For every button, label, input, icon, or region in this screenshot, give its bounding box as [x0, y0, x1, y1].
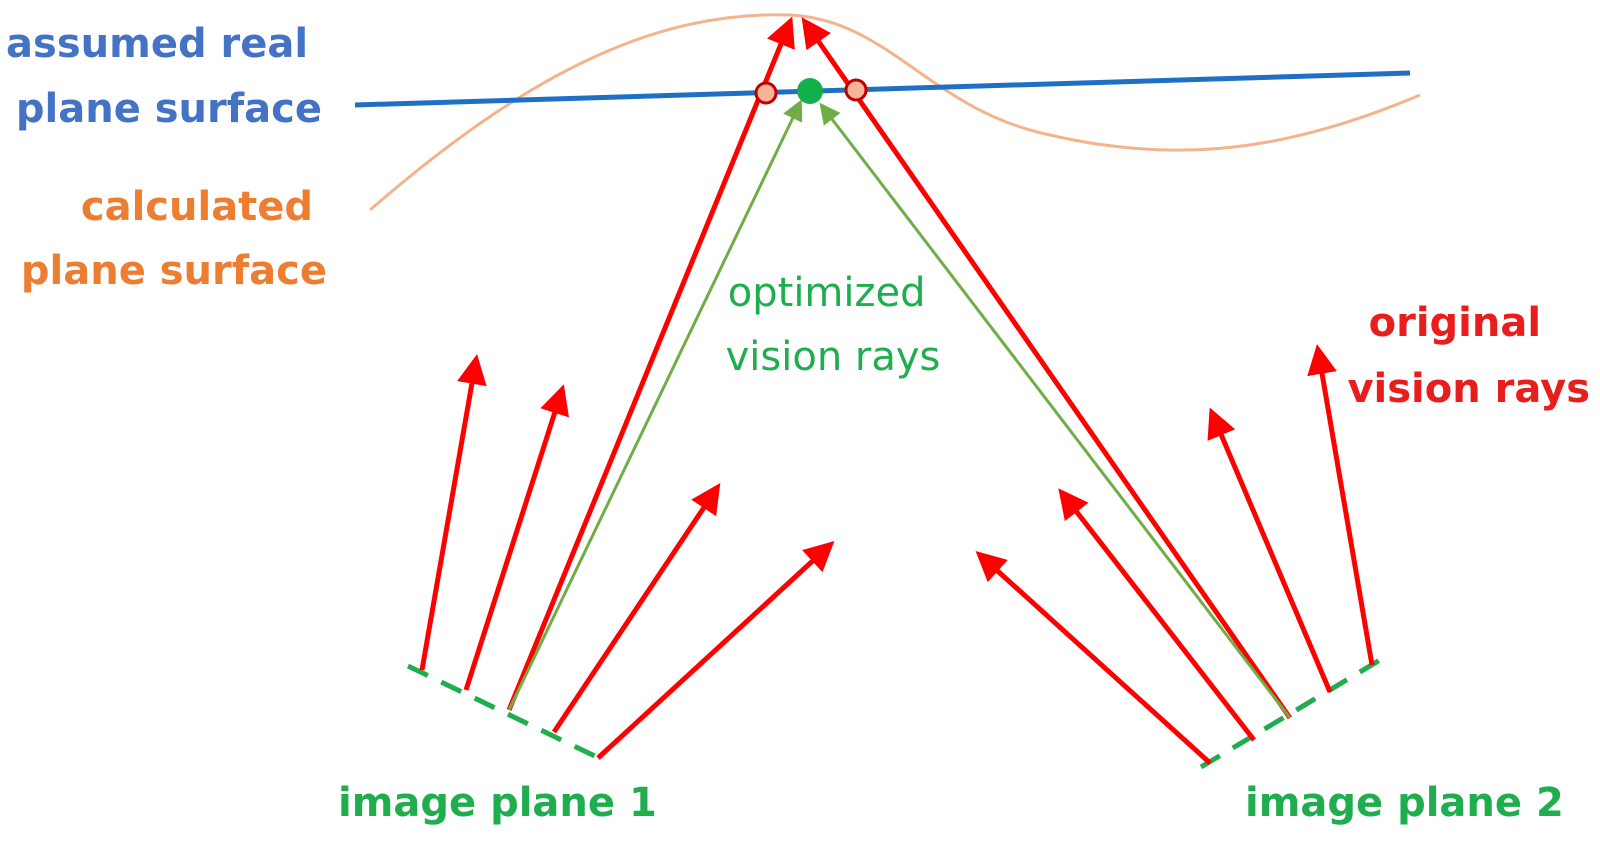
optimized-rays-label: optimized vision rays — [726, 270, 941, 380]
image-plane-2-label: image plane 2 — [1245, 780, 1564, 826]
image-plane-2-line — [1199, 654, 1387, 770]
image-plane-1-line — [406, 663, 605, 763]
original-ray — [551, 483, 721, 734]
intersection-point-left — [754, 81, 778, 105]
optimized-ray — [507, 99, 803, 711]
original-rays-plane-2 — [801, 17, 1375, 765]
original-ray — [975, 550, 1212, 765]
real-plane-surface-line — [354, 70, 1411, 108]
original-ray — [1058, 488, 1256, 742]
original-rays-plane-1 — [419, 16, 835, 760]
original-rays-label: original vision rays — [1347, 300, 1590, 412]
original-ray — [801, 17, 1293, 720]
calculated-surface-label: calculated plane surface — [21, 184, 327, 294]
image-plane-1-label: image plane 1 — [338, 780, 657, 826]
original-ray — [463, 384, 569, 691]
real-surface-label: assumed real plane surface — [6, 21, 322, 132]
optimized-ray — [819, 102, 1292, 719]
calculated-plane-surface-curve — [369, 13, 1421, 212]
original-ray — [1207, 407, 1333, 693]
optimized-rays — [507, 99, 1292, 719]
original-ray — [596, 540, 835, 760]
original-ray — [419, 354, 487, 671]
optimized-intersection-point — [797, 78, 823, 104]
original-ray — [506, 16, 795, 711]
intersection-point-right — [844, 78, 868, 102]
original-ray — [1307, 344, 1375, 666]
